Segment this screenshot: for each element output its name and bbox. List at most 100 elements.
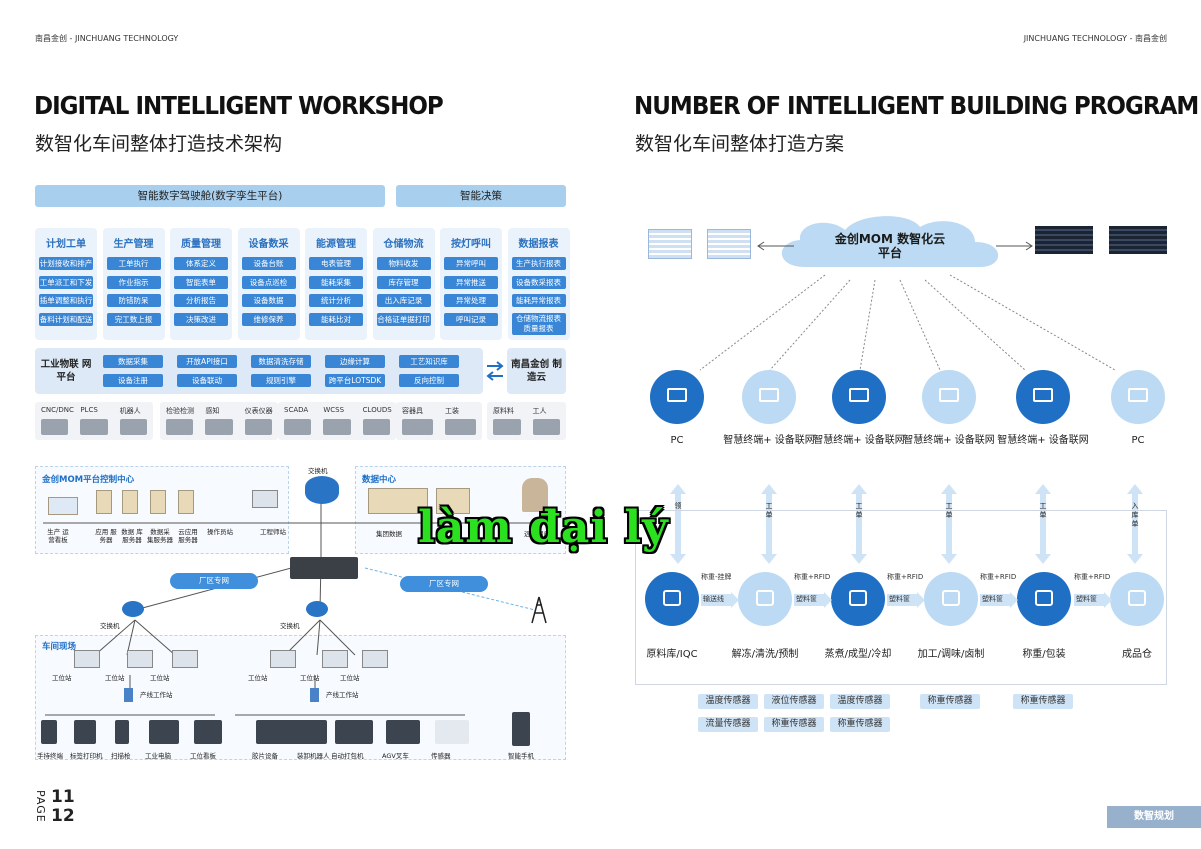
iot-function: 边缘计算 xyxy=(325,355,385,368)
module-item: 异常推送 xyxy=(444,275,498,289)
monitor-icon xyxy=(667,388,687,402)
process-icon xyxy=(849,590,867,606)
field-device-icon xyxy=(335,720,373,744)
arrow-label: 入库单 xyxy=(1131,502,1139,528)
server-label: 工程师站 xyxy=(260,528,286,536)
module-item: 设备台账 xyxy=(241,257,296,270)
pc-node xyxy=(1111,370,1165,424)
device-label: CNC/DNC xyxy=(41,406,74,414)
server-label: 数据采 集服务器 xyxy=(147,528,173,544)
field-device-icon xyxy=(149,720,179,744)
line-station-icon-1 xyxy=(124,688,133,702)
workstation-label: 工位站 xyxy=(150,674,170,682)
report-table-icon-1 xyxy=(648,229,692,259)
process-icon xyxy=(756,590,774,606)
sensor-tag: 称重传感器 xyxy=(920,694,980,709)
module-card: 质量管理体系定义智能表单分析报告决策改进 xyxy=(170,228,232,340)
field-device-label: 胶片设备 xyxy=(252,752,278,760)
module-item: 能耗异常报表 xyxy=(511,294,566,307)
process-label: 称重/包装 xyxy=(1022,649,1066,660)
process-node xyxy=(645,572,699,626)
module-item: 维修保养 xyxy=(241,312,296,326)
iot-function: 设备注册 xyxy=(103,374,163,387)
process-node xyxy=(924,572,978,626)
device-label: SCADA xyxy=(284,406,309,414)
top-node-label: 智慧终端+ 设备联网 xyxy=(903,435,995,446)
server-label: 操作员站 xyxy=(207,528,233,536)
process-arrow: 塑料筐 xyxy=(980,592,1018,608)
field-device-label: 传感器 xyxy=(431,752,451,760)
module-card: 生产管理工单执行作业指示防错防呆完工数上报 xyxy=(102,228,165,340)
module-item: 体系定义 xyxy=(174,257,228,270)
device-label: 原料料 xyxy=(493,407,514,415)
module-item: 防错防呆 xyxy=(106,294,161,307)
process-arrow-box: 塑料筐 xyxy=(796,595,817,603)
module-title: 数据报表 xyxy=(518,239,559,250)
field-device-icon xyxy=(41,720,57,744)
page-number-12: 12 xyxy=(51,806,75,826)
field-device-label: 装卸机器人 xyxy=(297,752,330,760)
terminal-icon xyxy=(939,388,959,402)
server-icon xyxy=(122,490,138,514)
module-item: 仓储物流报表 质量报表 xyxy=(511,312,566,335)
sensor-tag: 流量传感器 xyxy=(698,717,758,732)
module-title: 设备数采 xyxy=(248,239,289,250)
process-label: 成品仓 xyxy=(1122,649,1152,660)
arrow-label: 工单 xyxy=(1039,502,1047,519)
field-device-label: 工位看板 xyxy=(190,752,216,760)
field-device-icon xyxy=(435,720,469,744)
module-item: 设备点巡检 xyxy=(241,275,296,289)
process-arrow: 塑料筐 xyxy=(794,592,832,608)
process-label: 原料库/IQC xyxy=(646,649,698,660)
process-arrow-top: 称重-挂牌 xyxy=(701,573,732,581)
double-arrow: 工单 xyxy=(761,484,777,564)
process-arrow: 塑料筐 xyxy=(1074,592,1112,608)
double-arrow: 工单 xyxy=(941,484,957,564)
terminal-icon xyxy=(849,388,869,402)
device-image xyxy=(323,419,351,435)
left-title-cn: 数智化车间整体打造技术架构 xyxy=(35,133,283,155)
module-item: 能耗采集 xyxy=(309,275,363,289)
workstation-pc-icon xyxy=(172,650,198,668)
module-card: 按灯呼叫异常呼叫异常推送异常处理呼叫记录 xyxy=(440,228,502,340)
factory-net-cloud-2: 厂区专网 xyxy=(400,576,488,592)
digital-cockpit-bar: 智能数字驾驶舱(数字孪生平台) xyxy=(35,185,385,207)
server-icon xyxy=(150,490,166,514)
module-title: 计划工单 xyxy=(46,239,86,250)
device-cell: 检验检测感知仪表仪器 xyxy=(160,402,278,440)
workstation-pc-icon xyxy=(270,650,296,668)
device-image xyxy=(41,419,69,435)
report-table-icon-2 xyxy=(707,229,751,259)
device-image xyxy=(362,419,390,435)
sensor-tag: 温度传感器 xyxy=(830,694,890,709)
manufacturing-cloud: 南昌金创 制造云 xyxy=(507,348,566,394)
right-title-cn: 数智化车间整体打造方案 xyxy=(635,133,845,155)
module-item: 统计分析 xyxy=(309,294,363,307)
top-node-label: 智慧终端+ 设备联网 xyxy=(813,435,905,446)
dashboard-screen-icon-1 xyxy=(1035,226,1093,254)
module-item: 分析报告 xyxy=(174,294,228,307)
iot-function: 设备联动 xyxy=(177,374,237,387)
device-image xyxy=(119,419,147,435)
process-arrow: 塑料筐 xyxy=(887,592,925,608)
dashboard-monitor-icon xyxy=(48,497,78,515)
workstation-pc-icon xyxy=(362,650,388,668)
group-server-icon-2 xyxy=(436,488,470,514)
process-icon xyxy=(1035,590,1053,606)
cloud-shape xyxy=(781,216,999,267)
process-arrow-top: 称重+RFID xyxy=(794,573,831,581)
line-station-1: 产线工作站 xyxy=(140,691,173,699)
arrow-label: 领 xyxy=(674,502,682,510)
module-item: 插单调整和执行 xyxy=(39,294,93,307)
device-label: 仪表仪器 xyxy=(244,407,273,415)
module-card: 设备数采设备台账设备点巡检设备数据维修保养 xyxy=(237,228,300,340)
workstation-label: 工位站 xyxy=(300,674,320,682)
server-label: 应用 服务器 xyxy=(95,528,117,544)
module-title: 按灯呼叫 xyxy=(451,239,491,250)
device-label: 容器具 xyxy=(402,407,423,415)
arrow-label: 工单 xyxy=(945,502,953,519)
remote-user-label: 远端用户 xyxy=(524,530,550,538)
device-image xyxy=(532,419,560,435)
double-arrow: 领 xyxy=(670,484,686,564)
